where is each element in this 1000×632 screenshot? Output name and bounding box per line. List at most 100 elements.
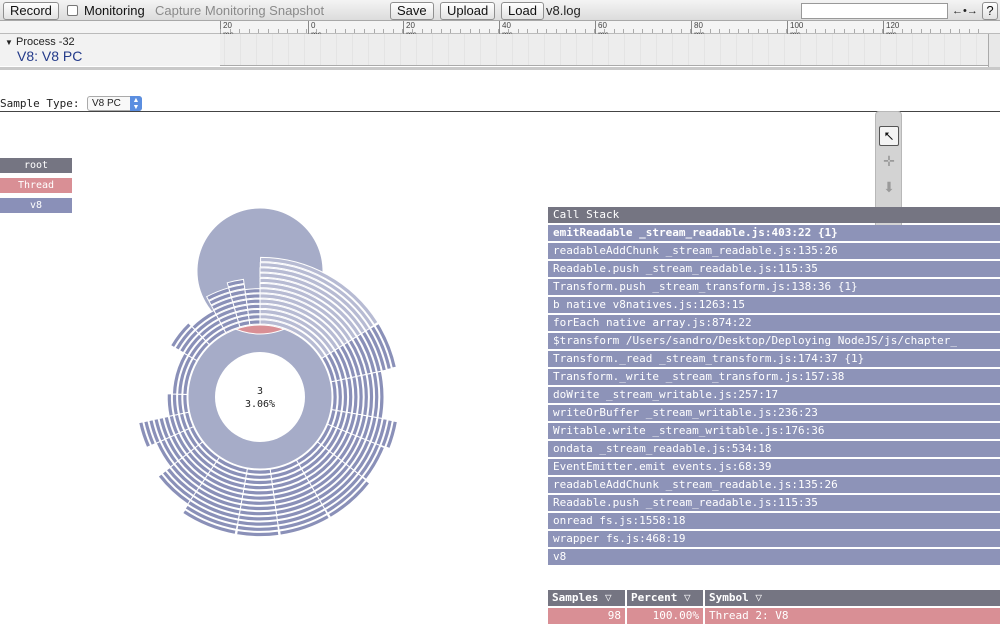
sunburst-node-arc[interactable]: [169, 322, 192, 349]
symbol-column-header[interactable]: Symbol ▽: [705, 590, 1000, 606]
sunburst-node-arc[interactable]: [165, 466, 197, 497]
ruler-minor-tick: [911, 29, 912, 33]
sunburst-node-arc[interactable]: [380, 419, 393, 448]
percent-column-header[interactable]: Percent ▽: [627, 590, 703, 606]
ruler-minor-tick: [546, 29, 547, 33]
sunburst-node-arc[interactable]: [324, 476, 367, 514]
sunburst-node-arc[interactable]: [246, 303, 261, 310]
call-stack-row[interactable]: b native v8natives.js:1263:15: [548, 297, 1000, 313]
track-scrollbar[interactable]: [988, 34, 1000, 68]
sunburst-node-arc[interactable]: [248, 319, 261, 326]
sunburst-node-arc[interactable]: [157, 473, 191, 505]
sunburst-node-arc[interactable]: [184, 504, 238, 530]
sunburst-node-arc[interactable]: [327, 480, 371, 519]
panel-divider[interactable]: [0, 67, 1000, 70]
process-header[interactable]: ▼ Process -32: [5, 36, 75, 48]
call-stack-row[interactable]: readableAddChunk _stream_readable.js:135…: [548, 243, 1000, 259]
pan-icon[interactable]: ✛: [883, 154, 895, 170]
ruler-minor-tick: [738, 29, 739, 33]
sunburst-node-arc[interactable]: [163, 415, 175, 438]
sunburst-node-arc[interactable]: [247, 314, 261, 321]
sunburst-node-arc[interactable]: [374, 322, 397, 369]
sample-type-select[interactable]: V8 PC ▲▼: [87, 96, 142, 111]
call-stack-row[interactable]: readableAddChunk _stream_readable.js:135…: [548, 477, 1000, 493]
sunburst-node-arc[interactable]: [245, 298, 261, 305]
legend-v8[interactable]: v8: [0, 198, 72, 213]
call-stack-row[interactable]: $transform /Users/sandro/Desktop/Deployi…: [548, 333, 1000, 349]
sunburst-node-arc[interactable]: [369, 325, 392, 371]
sunburst-node-arc[interactable]: [365, 327, 387, 372]
sunburst-node-arc[interactable]: [226, 278, 245, 288]
samples-column-header[interactable]: Samples ▽: [548, 590, 625, 606]
sunburst-node-arc[interactable]: [143, 420, 156, 446]
sunburst-node-arc[interactable]: [246, 468, 272, 475]
call-stack-row[interactable]: writeOrBuffer _stream_writable.js:236:23: [548, 405, 1000, 421]
call-stack-row[interactable]: ondata _stream_readable.js:534:18: [548, 441, 1000, 457]
sunburst-node-arc[interactable]: [277, 509, 328, 531]
call-stack-row[interactable]: doWrite _stream_writable.js:257:17: [548, 387, 1000, 403]
sunburst-node-arc[interactable]: [260, 256, 379, 326]
ruler-minor-tick: [642, 29, 643, 33]
help-button[interactable]: ?: [982, 2, 998, 20]
sunburst-node-arc[interactable]: [247, 308, 261, 315]
call-stack-row[interactable]: v8: [548, 549, 1000, 565]
sunburst-node-arc[interactable]: [148, 419, 161, 444]
ruler-minor-tick: [652, 29, 653, 33]
sunburst-node-arc[interactable]: [245, 293, 261, 300]
save-button[interactable]: Save: [390, 2, 434, 20]
expand-triangle-icon[interactable]: ▼: [5, 38, 13, 47]
ruler-minor-tick: [239, 29, 240, 33]
sunburst-node-arc[interactable]: [161, 470, 194, 501]
sunburst-node-arc[interactable]: [385, 420, 398, 450]
sunburst-node-arc[interactable]: [166, 393, 174, 417]
ruler-minor-tick: [354, 29, 355, 33]
timeline-track[interactable]: ▼ Process -32 V8: V8 PC: [0, 34, 988, 66]
sunburst-node-arc[interactable]: [279, 513, 330, 536]
call-stack-row[interactable]: Writable.write _stream_writable.js:176:3…: [548, 423, 1000, 439]
ruler-minor-tick: [786, 29, 787, 33]
sunburst-node-arc[interactable]: [153, 418, 166, 442]
symbol-cell[interactable]: Thread 2: V8: [705, 608, 1000, 624]
call-stack-row[interactable]: emitReadable _stream_readable.js:403:22 …: [548, 225, 1000, 241]
call-stack-row[interactable]: Readable.push _stream_readable.js:115:35: [548, 261, 1000, 277]
ruler-minor-tick: [767, 29, 768, 33]
call-stack-row[interactable]: forEach native array.js:874:22: [548, 315, 1000, 331]
zoom-icon[interactable]: ⬇: [883, 180, 895, 196]
load-button[interactable]: Load: [501, 2, 544, 20]
sunburst-node-arc[interactable]: [245, 473, 273, 480]
monitoring-checkbox[interactable]: [67, 5, 78, 16]
ruler-minor-tick: [719, 29, 720, 33]
call-stack-row[interactable]: EventEmitter.emit events.js:68:39: [548, 459, 1000, 475]
ruler-minor-tick: [287, 29, 288, 33]
sunburst-node-arc[interactable]: [138, 421, 152, 449]
call-stack-row[interactable]: onread fs.js:1558:18: [548, 513, 1000, 529]
ruler-minor-tick: [402, 29, 403, 33]
time-ruler[interactable]: 20 ms 0 ms 20 ms 40 ms 60 ms 80 ms 100 m…: [0, 21, 1000, 39]
call-stack-row[interactable]: wrapper fs.js:468:19: [548, 531, 1000, 547]
capture-snapshot-button[interactable]: Capture Monitoring Snapshot: [155, 3, 325, 18]
sunburst-node-arc[interactable]: [244, 478, 273, 486]
sunburst-node-arc[interactable]: [236, 524, 279, 532]
legend-root[interactable]: root: [0, 158, 72, 173]
call-stack-row[interactable]: Transform.push _stream_transform.js:138:…: [548, 279, 1000, 295]
sunburst-node-arc[interactable]: [362, 445, 386, 481]
sunburst-node-arc[interactable]: [158, 416, 171, 440]
arrow-pointer-icon[interactable]: ⭦: [879, 126, 899, 146]
sunburst-node-arc[interactable]: [259, 262, 375, 329]
legend-thread[interactable]: Thread: [0, 178, 72, 193]
call-stack-row[interactable]: Transform._read _stream_transform.js:174…: [548, 351, 1000, 367]
search-input[interactable]: [801, 3, 948, 19]
sunburst-node-arc[interactable]: [236, 529, 280, 538]
percent-cell[interactable]: 100.00%: [627, 608, 703, 624]
nav-arrows-icon[interactable]: ←•→: [952, 5, 978, 17]
sunburst-node-arc[interactable]: [181, 509, 237, 535]
sunburst-node-arc[interactable]: [228, 283, 246, 293]
call-stack-row[interactable]: Transform._write _stream_transform.js:15…: [548, 369, 1000, 385]
sunburst-chart[interactable]: [110, 140, 410, 590]
sunburst-center[interactable]: [215, 352, 305, 442]
record-button[interactable]: Record: [3, 2, 59, 20]
sunburst-node-arc[interactable]: [244, 288, 261, 295]
samples-cell[interactable]: 98: [548, 608, 625, 624]
call-stack-row[interactable]: Readable.push _stream_readable.js:115:35: [548, 495, 1000, 511]
upload-button[interactable]: Upload: [440, 2, 496, 20]
